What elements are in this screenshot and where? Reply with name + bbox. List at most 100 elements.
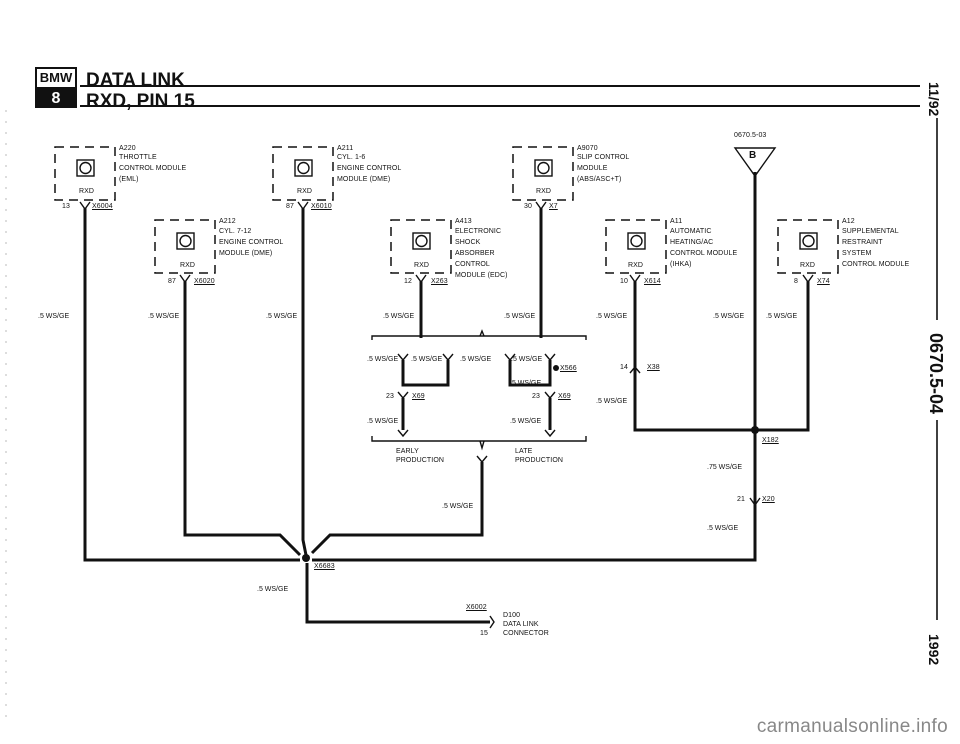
wire-early-loop bbox=[401, 360, 450, 387]
rxd-label: RXD bbox=[180, 262, 196, 269]
module-id-a211: A211 bbox=[337, 145, 354, 152]
connector-mark-a413 bbox=[415, 274, 427, 284]
late-label-2: PRODUCTION bbox=[515, 457, 564, 464]
pin-number: 30 bbox=[524, 203, 532, 210]
connector-x6683: X6683 bbox=[314, 563, 335, 570]
rxd-label: RXD bbox=[297, 188, 313, 195]
module-icon-a211 bbox=[294, 159, 313, 177]
module-icon-a9070 bbox=[534, 159, 553, 177]
connector-x20: X20 bbox=[762, 496, 775, 503]
pin-x69-early: 23 bbox=[386, 393, 394, 400]
connector-id: X6020 bbox=[194, 278, 215, 285]
module-icon-a12 bbox=[799, 232, 818, 250]
data-link-label: DATA LINK bbox=[503, 621, 539, 628]
module-label-line: ELECTRONIC bbox=[455, 228, 502, 235]
data-link-connector-label: CONNECTOR bbox=[503, 630, 549, 637]
connector-mark-a11 bbox=[629, 274, 641, 284]
wire-a211 bbox=[301, 208, 308, 556]
wire-label: .5 WS/GE bbox=[266, 313, 298, 320]
rxd-label: RXD bbox=[536, 188, 552, 195]
logo-top: BMW bbox=[37, 69, 75, 89]
wire-label: .5 WS/GE bbox=[510, 380, 542, 387]
wire-label: .5 WS/GE bbox=[460, 356, 492, 363]
bmw-logo: BMW 8 bbox=[35, 67, 77, 108]
connector-id: X263 bbox=[431, 278, 448, 285]
module-icon-a413 bbox=[412, 232, 431, 250]
module-label-line: ENGINE CONTROL bbox=[219, 239, 284, 246]
wire-label: .5 WS/GE bbox=[38, 313, 70, 320]
splice-x182 bbox=[751, 426, 759, 434]
connector-x69-early: X69 bbox=[412, 393, 425, 400]
wire-label: .5 WS/GE bbox=[707, 525, 739, 532]
connector-id: X74 bbox=[817, 278, 830, 285]
reference-code: 0670.5-03 bbox=[734, 132, 767, 139]
module-id-a413: A413 bbox=[455, 218, 472, 225]
module-label-line: CYL. 1-6 bbox=[337, 154, 366, 161]
pin-number: 87 bbox=[286, 203, 294, 210]
module-label-line: ENGINE CONTROL bbox=[337, 165, 402, 172]
module-label-line: MODULE bbox=[577, 165, 608, 172]
wire-label: .5 WS/GE bbox=[442, 503, 474, 510]
module-label-line: THROTTLE bbox=[119, 154, 157, 161]
module-label-line: CONTROL MODULE bbox=[670, 250, 738, 257]
wire-label: .5 WS/GE bbox=[596, 313, 628, 320]
wire-label: .5 WS/GE bbox=[713, 313, 745, 320]
module-box-a212 bbox=[154, 219, 216, 274]
module-label-line: ABSORBER bbox=[455, 250, 495, 257]
wire-label: .5 WS/GE bbox=[367, 356, 399, 363]
module-label-line: SHOCK bbox=[455, 239, 481, 246]
wire-a12 bbox=[755, 281, 810, 432]
module-label-line: (ABS/ASC+T) bbox=[577, 176, 622, 183]
connector-id: X614 bbox=[644, 278, 661, 285]
connector-id: X7 bbox=[549, 203, 558, 210]
logo-bottom: 8 bbox=[37, 89, 75, 108]
wire-label: .5 WS/GE bbox=[596, 398, 628, 405]
module-box-a11 bbox=[605, 219, 667, 274]
module-label-line: (IHKA) bbox=[670, 261, 692, 268]
module-id-a220: A220 bbox=[119, 145, 136, 152]
module-label-line: SYSTEM bbox=[842, 250, 872, 257]
pin-number: 13 bbox=[62, 203, 70, 210]
component-d100: D100 bbox=[503, 612, 521, 619]
bracket-bottom bbox=[371, 436, 587, 442]
module-label-line: CONTROL MODULE bbox=[842, 261, 910, 268]
module-label-line: SUPPLEMENTAL bbox=[842, 228, 899, 235]
wire-label: .5 WS/GE bbox=[148, 313, 180, 320]
wire-production bbox=[310, 462, 484, 555]
module-label-line: MODULE (EDC) bbox=[455, 272, 508, 279]
pin-x69-late: 23 bbox=[532, 393, 540, 400]
module-box-a12 bbox=[777, 219, 839, 274]
wire-label: .5 WS/GE bbox=[367, 418, 399, 425]
wire-label: .5 WS/GE bbox=[257, 586, 289, 593]
module-label-line: HEATING/AC bbox=[670, 239, 714, 246]
module-icon-a212 bbox=[176, 232, 195, 250]
connector-mark-a212 bbox=[179, 274, 191, 284]
early-label: EARLY bbox=[396, 448, 419, 455]
wire-late-loop bbox=[508, 360, 552, 387]
ground-triangle bbox=[733, 147, 777, 178]
module-label-line: MODULE (DME) bbox=[337, 176, 391, 183]
pin-x38: 14 bbox=[620, 364, 628, 371]
ground-letter: B bbox=[749, 150, 757, 161]
pin-number: 10 bbox=[620, 278, 628, 285]
wire-label: .5 WS/GE bbox=[411, 356, 443, 363]
data-link-terminal bbox=[489, 615, 495, 629]
late-label: LATE bbox=[515, 448, 533, 455]
module-label-line: CONTROL bbox=[455, 261, 490, 268]
connector-mark-a12 bbox=[802, 274, 814, 284]
wire-data-link bbox=[305, 563, 490, 624]
wire-label: .5 WS/GE bbox=[511, 356, 543, 363]
pin-number: 12 bbox=[404, 278, 412, 285]
pin-number: 8 bbox=[794, 278, 798, 285]
module-box-a211 bbox=[272, 146, 334, 201]
connector-x38: X38 bbox=[647, 364, 660, 371]
module-label-line: CYL. 7-12 bbox=[219, 228, 252, 235]
watermark: carmanualsonline.info bbox=[756, 716, 948, 737]
wire-a212 bbox=[183, 281, 302, 557]
connector-x566: X566 bbox=[560, 365, 577, 372]
wire-a220 bbox=[83, 208, 300, 562]
wire-ground-b bbox=[312, 172, 757, 562]
module-icon-a220 bbox=[76, 159, 95, 177]
wire-label: .5 WS/GE bbox=[510, 418, 542, 425]
